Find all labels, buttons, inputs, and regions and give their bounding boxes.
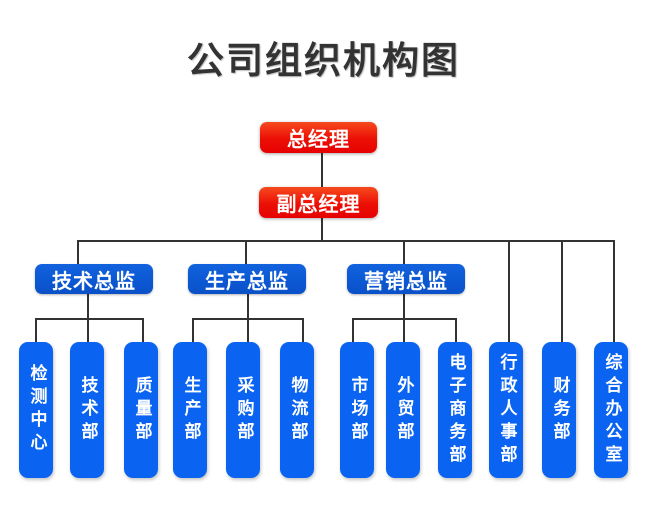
- connector-line: [35, 318, 143, 320]
- connector-line: [455, 318, 457, 342]
- connector-line: [302, 318, 304, 342]
- node-dept-market: 市场部: [340, 342, 374, 478]
- node-dept-testing-center: 检测中心: [19, 342, 53, 478]
- node-dept-technical: 技术部: [70, 342, 104, 478]
- connector-line: [35, 318, 37, 342]
- node-director-production: 生产总监: [188, 264, 306, 294]
- dept-label: 行政人事部: [496, 352, 517, 468]
- dept-label: 市场部: [347, 375, 368, 445]
- connector-line: [192, 318, 194, 342]
- connector-line: [247, 294, 249, 318]
- node-dept-purchasing: 采购部: [226, 342, 260, 478]
- dept-label: 综合办公室: [601, 352, 622, 468]
- connector-line: [321, 218, 323, 240]
- node-dept-general-office: 综合办公室: [594, 342, 628, 478]
- node-dept-logistics: 物流部: [280, 342, 314, 478]
- dept-label: 财务部: [549, 375, 570, 445]
- connector-line: [403, 240, 405, 264]
- connector-line: [87, 318, 89, 342]
- dept-label: 检测中心: [26, 364, 47, 456]
- dept-label: 质量部: [131, 375, 152, 445]
- node-general-manager: 总经理: [260, 122, 377, 153]
- node-deputy-general-manager: 副总经理: [259, 187, 378, 218]
- node-dept-finance: 财务部: [542, 342, 576, 478]
- dept-label: 生产部: [180, 375, 201, 445]
- connector-line: [321, 153, 323, 187]
- connector-line: [77, 240, 79, 264]
- connector-line: [247, 318, 249, 342]
- dept-label: 采购部: [233, 375, 254, 445]
- connector-line: [508, 240, 510, 342]
- node-dept-ecommerce: 电子商务部: [438, 342, 472, 478]
- connector-line: [245, 240, 247, 264]
- dept-label: 技术部: [77, 375, 98, 445]
- dept-label: 电子商务部: [445, 352, 466, 468]
- page-title: 公司组织机构图: [187, 39, 460, 82]
- connector-line: [142, 318, 144, 342]
- connector-line: [403, 318, 405, 342]
- node-director-technical: 技术总监: [35, 264, 153, 294]
- connector-line: [87, 294, 89, 318]
- connector-line: [613, 240, 615, 342]
- dept-label: 物流部: [287, 375, 308, 445]
- node-dept-foreign-trade: 外贸部: [386, 342, 420, 478]
- node-dept-production: 生产部: [173, 342, 207, 478]
- node-dept-quality: 质量部: [124, 342, 158, 478]
- node-director-marketing: 营销总监: [347, 264, 465, 294]
- connector-line: [561, 240, 563, 342]
- connector-line: [77, 240, 614, 242]
- connector-line: [352, 318, 354, 342]
- dept-label: 外贸部: [393, 375, 414, 445]
- connector-line: [403, 294, 405, 318]
- node-dept-admin-hr: 行政人事部: [489, 342, 523, 478]
